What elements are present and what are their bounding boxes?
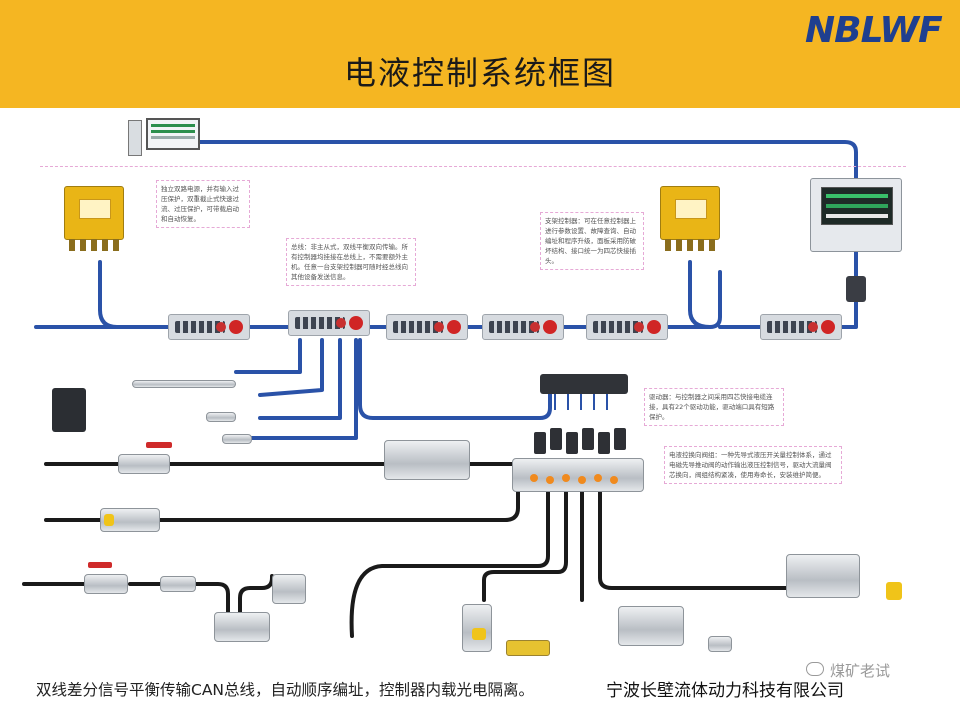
ball-valve-2-handle (88, 562, 112, 568)
port-6 (610, 476, 618, 484)
hose-5 (349, 488, 550, 638)
psu-left-cable (98, 260, 174, 329)
adapter (708, 636, 732, 652)
support-controller-2 (288, 310, 370, 336)
monitor-junction (846, 276, 866, 302)
controller-to-sensor-cable-4 (246, 338, 358, 440)
company-logo: NBLWF (805, 8, 951, 52)
note-dash-top (40, 166, 906, 167)
filter-cap (104, 514, 114, 526)
header-banner (0, 0, 960, 108)
solenoid-2 (550, 428, 562, 450)
middle-valve (384, 440, 470, 480)
port-2 (546, 476, 554, 484)
junction-box (52, 388, 86, 432)
pressure-sensor-2 (222, 434, 252, 444)
company-name: 宁波长壁流体动力科技有限公司 (606, 681, 844, 701)
pc-tower (128, 120, 142, 156)
port-5 (594, 474, 602, 482)
fitting-1 (506, 640, 550, 656)
pressure-switch (272, 574, 306, 604)
cylinder-valve-cap (472, 628, 486, 640)
solenoid-5 (598, 432, 610, 454)
ball-valve-1 (118, 454, 170, 474)
hose-8 (598, 488, 792, 590)
solenoid-1 (534, 432, 546, 454)
chat-bubble-icon (806, 662, 824, 676)
support-controller-3 (386, 314, 468, 340)
host-computer (128, 118, 204, 158)
page-title: 电液控制系统框图 (343, 54, 616, 92)
manifold-block (214, 612, 270, 642)
port-1 (530, 474, 538, 482)
hose-2 (44, 490, 520, 522)
note-bus: 总线：非主从式，双线平衡双向传输。所有控制器均挂接在总线上，不需要额外主机。任意… (286, 238, 416, 286)
port-3 (562, 474, 570, 482)
note-controller: 支架控制器：可在任意控制器上进行参数设置、故障查询、自动编址和程序升级，面板采用… (540, 212, 644, 270)
hose-6 (482, 488, 568, 602)
logo-text: NBLWF (805, 10, 943, 51)
monitor-host (810, 178, 902, 252)
note-driver: 驱动器：与控制器之间采用四芯快接电缆连接，具有22个驱动功能，驱动端口具有短路保… (644, 388, 784, 426)
ball-valve-1-handle (146, 442, 172, 448)
support-controller-5 (586, 314, 668, 340)
right-manifold (786, 554, 860, 598)
controller-to-driver-cable (358, 338, 552, 420)
solenoid-3 (566, 432, 578, 454)
controller-to-sensor-cable-2 (258, 338, 324, 397)
watermark: 煤矿老试 (806, 662, 926, 680)
watermark-text: 煤矿老试 (830, 662, 891, 680)
ball-valve-2 (84, 574, 128, 594)
monitor-screen (821, 187, 893, 225)
displacement-sensor (132, 380, 236, 388)
bottom-manifold (618, 606, 684, 646)
pc-to-monitor-cable (148, 140, 858, 180)
port-4 (578, 476, 586, 484)
hose-3 (22, 582, 230, 614)
controller-to-sensor-cable-3 (258, 338, 342, 420)
footer-caption: 双线差分信号平衡传输CAN总线，自动顺序编址，控制器内载光电隔离。 (36, 681, 535, 699)
bus-main-cable (34, 270, 764, 329)
pc-screen (146, 118, 200, 150)
controller-to-sensor-cable-1 (234, 338, 302, 374)
filter (100, 508, 160, 532)
pressure-sensor-1 (206, 412, 236, 422)
hose-4 (238, 574, 274, 614)
solenoid-6 (614, 428, 626, 450)
support-controller-1 (168, 314, 250, 340)
power-supply-right (660, 186, 720, 251)
solenoid-4 (582, 428, 594, 450)
support-controller-4 (482, 314, 564, 340)
note-power-supply: 独立双路电源，并有输入过压保护，双重截止式快速过流、过压保护，可带载启动和自动恢… (156, 180, 250, 228)
monitor-drop-cable (840, 250, 858, 329)
psu-right-cable (688, 260, 712, 329)
support-controller-6 (760, 314, 842, 340)
check-valve (160, 576, 196, 592)
driver-unit (540, 374, 628, 394)
power-supply-left (64, 186, 124, 251)
note-valve: 电液控换向阀组：一种先导式液压开关量控制体系，通过电磁先导推动阀的动作输出液压控… (664, 446, 842, 484)
right-fitting-cap (886, 582, 902, 600)
